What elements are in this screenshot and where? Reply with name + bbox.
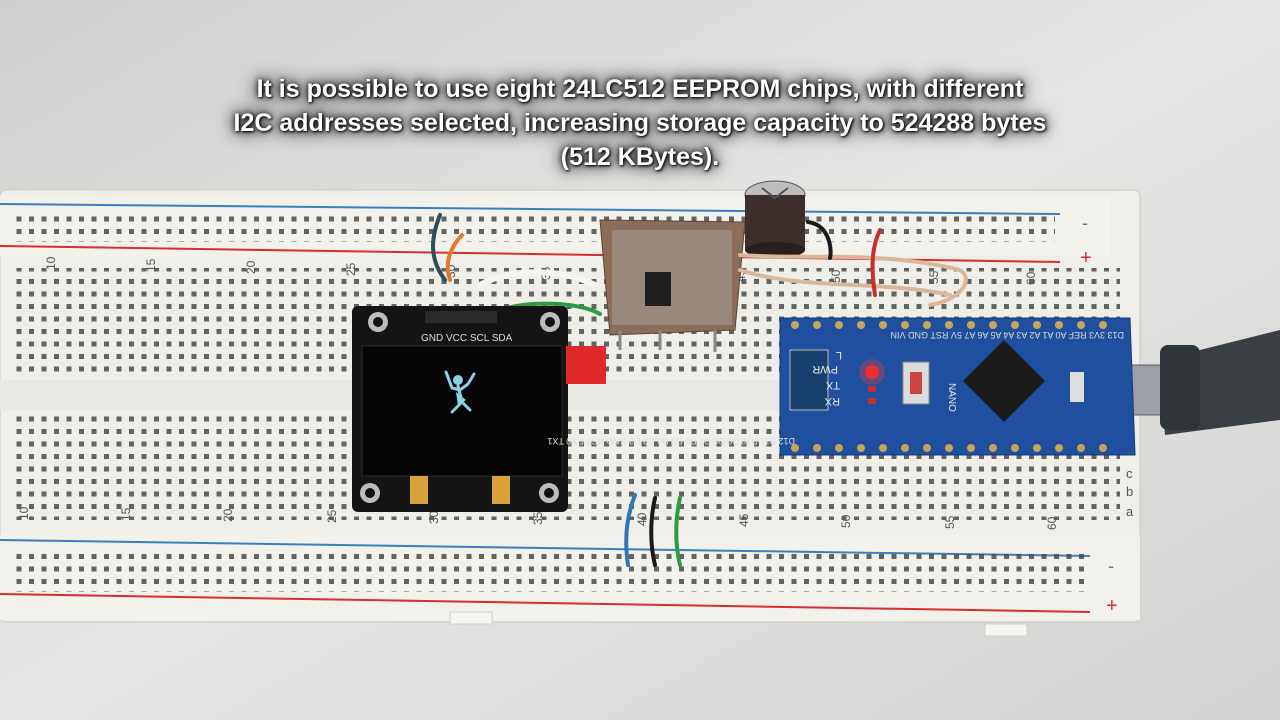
caption-line-2: I2C addresses selected, increasing stora… <box>233 109 1047 137</box>
led-label-rx: RX <box>824 395 840 407</box>
bottom-number: 20 <box>221 508 235 522</box>
rail-line-red-bottom <box>0 593 1091 613</box>
oled-screen <box>361 345 563 477</box>
row-letter: b <box>1126 484 1133 499</box>
nano-bottom-pins: D13 3V3 REF A0 A1 A2 A3 A4 A5 A6 A7 5V R… <box>891 330 1124 340</box>
caption-line-1: It is possible to use eight 24LC512 EEPR… <box>256 75 1024 103</box>
microcontroller-chip <box>962 339 1046 423</box>
rail-plus-top: + <box>1080 247 1092 269</box>
video-caption: It is possible to use eight 24LC512 EEPR… <box>0 72 1280 174</box>
top-number: 10 <box>44 256 58 270</box>
top-number: 20 <box>244 260 258 274</box>
arduino-nano: D12 D11 D10 D9 D8 D7 D6 D5 D4 D3 D2 GND … <box>547 317 1136 456</box>
bottom-number: 10 <box>17 506 31 520</box>
power-led <box>865 365 879 379</box>
bottom-rail-holes <box>15 552 1085 592</box>
top-number: 25 <box>344 262 358 276</box>
top-number: 60 <box>1024 271 1038 285</box>
bottom-number: 45 <box>737 513 751 527</box>
led-label-tx: TX <box>825 379 840 391</box>
nano-name-label: NANO <box>946 383 957 412</box>
rail-minus-bottom: - <box>1108 556 1114 576</box>
chip <box>645 272 671 306</box>
jumper-wires <box>431 213 968 567</box>
row-letter: c <box>1126 466 1133 481</box>
oled-display: GND VCC SCL SDA <box>352 306 606 512</box>
top-rail-holes <box>15 212 1055 242</box>
stick-figure-graphic <box>444 370 476 414</box>
rail-plus-bottom: + <box>1106 595 1118 617</box>
nano-top-pins: D12 D11 D10 D9 D8 D7 D6 D5 D4 D3 D2 GND … <box>547 436 795 446</box>
bottom-number: 50 <box>839 514 853 528</box>
bottom-number: 15 <box>119 507 133 521</box>
top-number: 55 <box>927 270 941 284</box>
top-number: 50 <box>829 269 843 283</box>
led-label-pwr: PWR <box>812 363 838 375</box>
bottom-number: 40 <box>635 512 649 526</box>
bottom-number: 25 <box>325 509 339 523</box>
bottom-number: 55 <box>943 515 957 529</box>
rail-minus-top: - <box>1082 213 1088 233</box>
red-tape <box>566 346 606 384</box>
caption-line-3: (512 KBytes). <box>560 143 720 171</box>
top-number: 15 <box>144 258 158 272</box>
led-label-l: L <box>836 349 842 361</box>
bottom-number: 35 <box>531 511 545 525</box>
bottom-number: 30 <box>427 510 441 524</box>
regulator-module <box>599 180 806 352</box>
oled-pins-label: GND VCC SCL SDA <box>421 333 513 344</box>
row-letter: a <box>1126 504 1134 519</box>
bottom-number: 60 <box>1045 516 1059 530</box>
